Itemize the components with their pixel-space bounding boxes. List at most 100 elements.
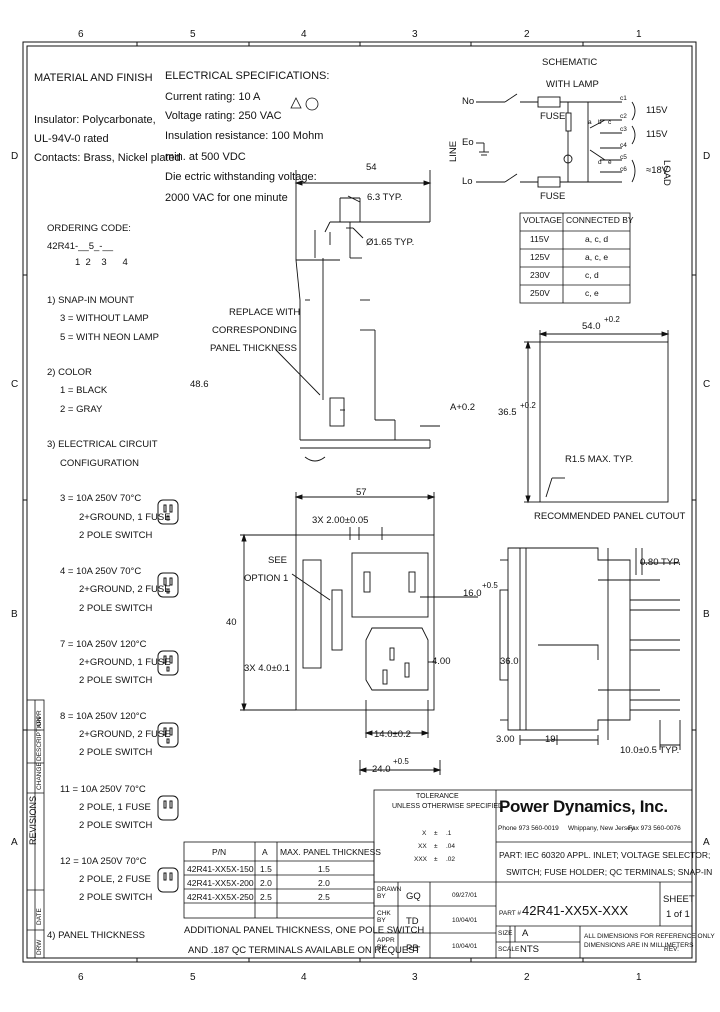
part-number: 42R41-XX5X-XXX <box>522 903 629 918</box>
note-line: ADDITIONAL PANEL THICKNESS, ONE POLE SWI… <box>184 925 425 936</box>
terminal-label: c5 <box>620 154 627 161</box>
option-line: 12 = 10A 250V 70°C <box>60 856 147 867</box>
material-line: Insulator: Polycarbonate, <box>34 114 156 126</box>
zone-left-c: C <box>11 379 19 390</box>
terminal-label: c6 <box>620 166 627 173</box>
company-fax: Fax 973 560-0076 <box>628 825 681 832</box>
terminal-label: c2 <box>620 113 627 120</box>
scale-value: NTS <box>520 944 539 955</box>
part-desc: PART: IEC 60320 APPL. INLET; VOLTAGE SEL… <box>499 850 711 860</box>
dims-note: ALL DIMENSIONS FOR REFERENCE ONLY <box>584 933 715 940</box>
electrical-line: Current rating: 10 A <box>165 91 261 103</box>
ordering-code-digits: 1 2 3 4 <box>75 257 128 268</box>
zone-top-2: 2 <box>524 29 530 40</box>
option-line: 2 POLE SWITCH <box>79 603 153 614</box>
dim-54: 54 <box>366 162 377 173</box>
option-line: 2 POLE SWITCH <box>79 675 153 686</box>
dim-57: 57 <box>356 487 367 498</box>
appr-date: 10/04/01 <box>452 943 478 950</box>
schematic-subtitle: WITH LAMP <box>546 79 599 90</box>
revision-col: CHANGE <box>36 762 43 790</box>
vt-cell: 250V <box>530 288 550 298</box>
dim-40: 40 <box>226 617 237 628</box>
revision-col: DATE <box>36 908 43 925</box>
dim-24-tol: +0.5 <box>393 757 409 766</box>
electrical-line: Insulation resistance: 100 Mohm <box>165 130 324 142</box>
config-subtitle: CONFIGURATION <box>60 458 139 469</box>
revision-col: DRW <box>36 939 43 955</box>
volt-label: 115V <box>646 129 668 140</box>
pt-cell: 2.5 <box>260 892 272 902</box>
company-city: Whippany, New Jersey <box>568 825 634 832</box>
snap-title: 1) SNAP-IN MOUNT <box>47 295 135 306</box>
option-line: 7 = 10A 250V 120°C <box>60 639 147 650</box>
dims-note: DIMENSIONS ARE IN MILLIMETERS <box>584 942 694 949</box>
size-value: A <box>522 928 529 939</box>
dim-a: A+0.2 <box>450 402 476 413</box>
zone-bottom-2: 2 <box>524 972 530 983</box>
sheet-label: SHEET <box>663 894 695 905</box>
color-title: 2) COLOR <box>47 367 92 378</box>
chk-date: 10/04/01 <box>452 917 478 924</box>
zone-top-6: 6 <box>78 29 84 40</box>
zone-left-a: A <box>11 837 18 848</box>
pt-cell: 42R41-XX5X-150 <box>187 864 254 874</box>
tolerance-title: TOLERANCE <box>416 793 459 800</box>
option-line: 2+GROUND, 2 FUSE <box>79 729 171 740</box>
option-line: 2 POLE SWITCH <box>79 747 153 758</box>
cutout-w: 54.0 <box>582 321 601 332</box>
side-view-lines <box>275 170 440 462</box>
pt-header: A <box>262 847 268 857</box>
pt-cell: 1.5 <box>260 864 272 874</box>
snap-item: 5 = WITH NEON LAMP <box>60 332 159 343</box>
electrical-line: Die ectric withstanding voltage: <box>165 171 317 183</box>
dim-3x4: 3X 4.0±0.1 <box>244 663 290 674</box>
dim-4-00: 4.00 <box>432 656 451 667</box>
tolerance-x: XXX <box>414 856 428 863</box>
pt-cell: 42R41-XX5X-250 <box>187 892 254 902</box>
vt-cell: 115V <box>530 234 550 244</box>
vt-cell: a, c, e <box>585 252 609 262</box>
schematic-lo: Lo <box>462 176 473 187</box>
option-line: 11 = 10A 250V 70°C <box>60 784 146 795</box>
tolerance-subtitle: UNLESS OTHERWISE SPECIFIED <box>392 803 504 810</box>
config-title: 3) ELECTRICAL CIRCUIT <box>47 439 158 450</box>
dim-0-80: 0.80 TYP. <box>640 557 681 568</box>
option-line: 2 POLE SWITCH <box>79 820 153 831</box>
vt-cell: c, e <box>585 288 599 298</box>
schematic-eo: Eo <box>462 137 474 148</box>
pt-header: P/N <box>212 847 227 857</box>
terminal-label: c4 <box>620 142 627 149</box>
cutout-h: 36.5 <box>498 407 517 418</box>
drawn-date: 09/27/01 <box>452 892 478 899</box>
drawn-label: DRAWN BY <box>377 886 402 900</box>
dim-6-3: 6.3 TYP. <box>367 192 403 203</box>
schematic-title: SCHEMATIC <box>542 57 598 68</box>
drawn-who: GQ <box>406 891 421 902</box>
pt-cell: 1.5 <box>318 864 330 874</box>
option-line: 3 = 10A 250V 70°C <box>60 493 142 504</box>
material-title: MATERIAL AND FINISH <box>34 72 153 84</box>
vt-cell: 125V <box>530 252 550 262</box>
dim-16-tol: +0.5 <box>482 581 498 590</box>
vt-header: VOLTAGE <box>523 215 562 225</box>
vt-cell: c, d <box>585 270 599 280</box>
pt-cell: 42R41-XX5X-200 <box>187 878 254 888</box>
electrical-line: 2000 VAC for one minute <box>165 192 288 204</box>
vt-cell: 230V <box>530 270 550 280</box>
rev-label: REV: <box>664 946 679 953</box>
front-view-lines <box>240 492 478 775</box>
terminal-label: c3 <box>620 126 627 133</box>
tolerance-pm: ± <box>434 830 438 837</box>
material-line: Contacts: Brass, Nickel plated <box>34 152 181 164</box>
vt-cell: a, c, d <box>585 234 609 244</box>
dim-19: 19 <box>545 734 556 745</box>
vt-header: CONNECTED BY <box>566 215 634 225</box>
dim-48-6: 48.6 <box>190 379 209 390</box>
dim-3-00: 3.00 <box>496 734 515 745</box>
volt-label: ≈18V <box>646 165 669 176</box>
zone-right-b: B <box>703 609 710 620</box>
side-note: CORRESPONDING <box>212 325 297 336</box>
zone-top-1: 1 <box>636 29 642 40</box>
